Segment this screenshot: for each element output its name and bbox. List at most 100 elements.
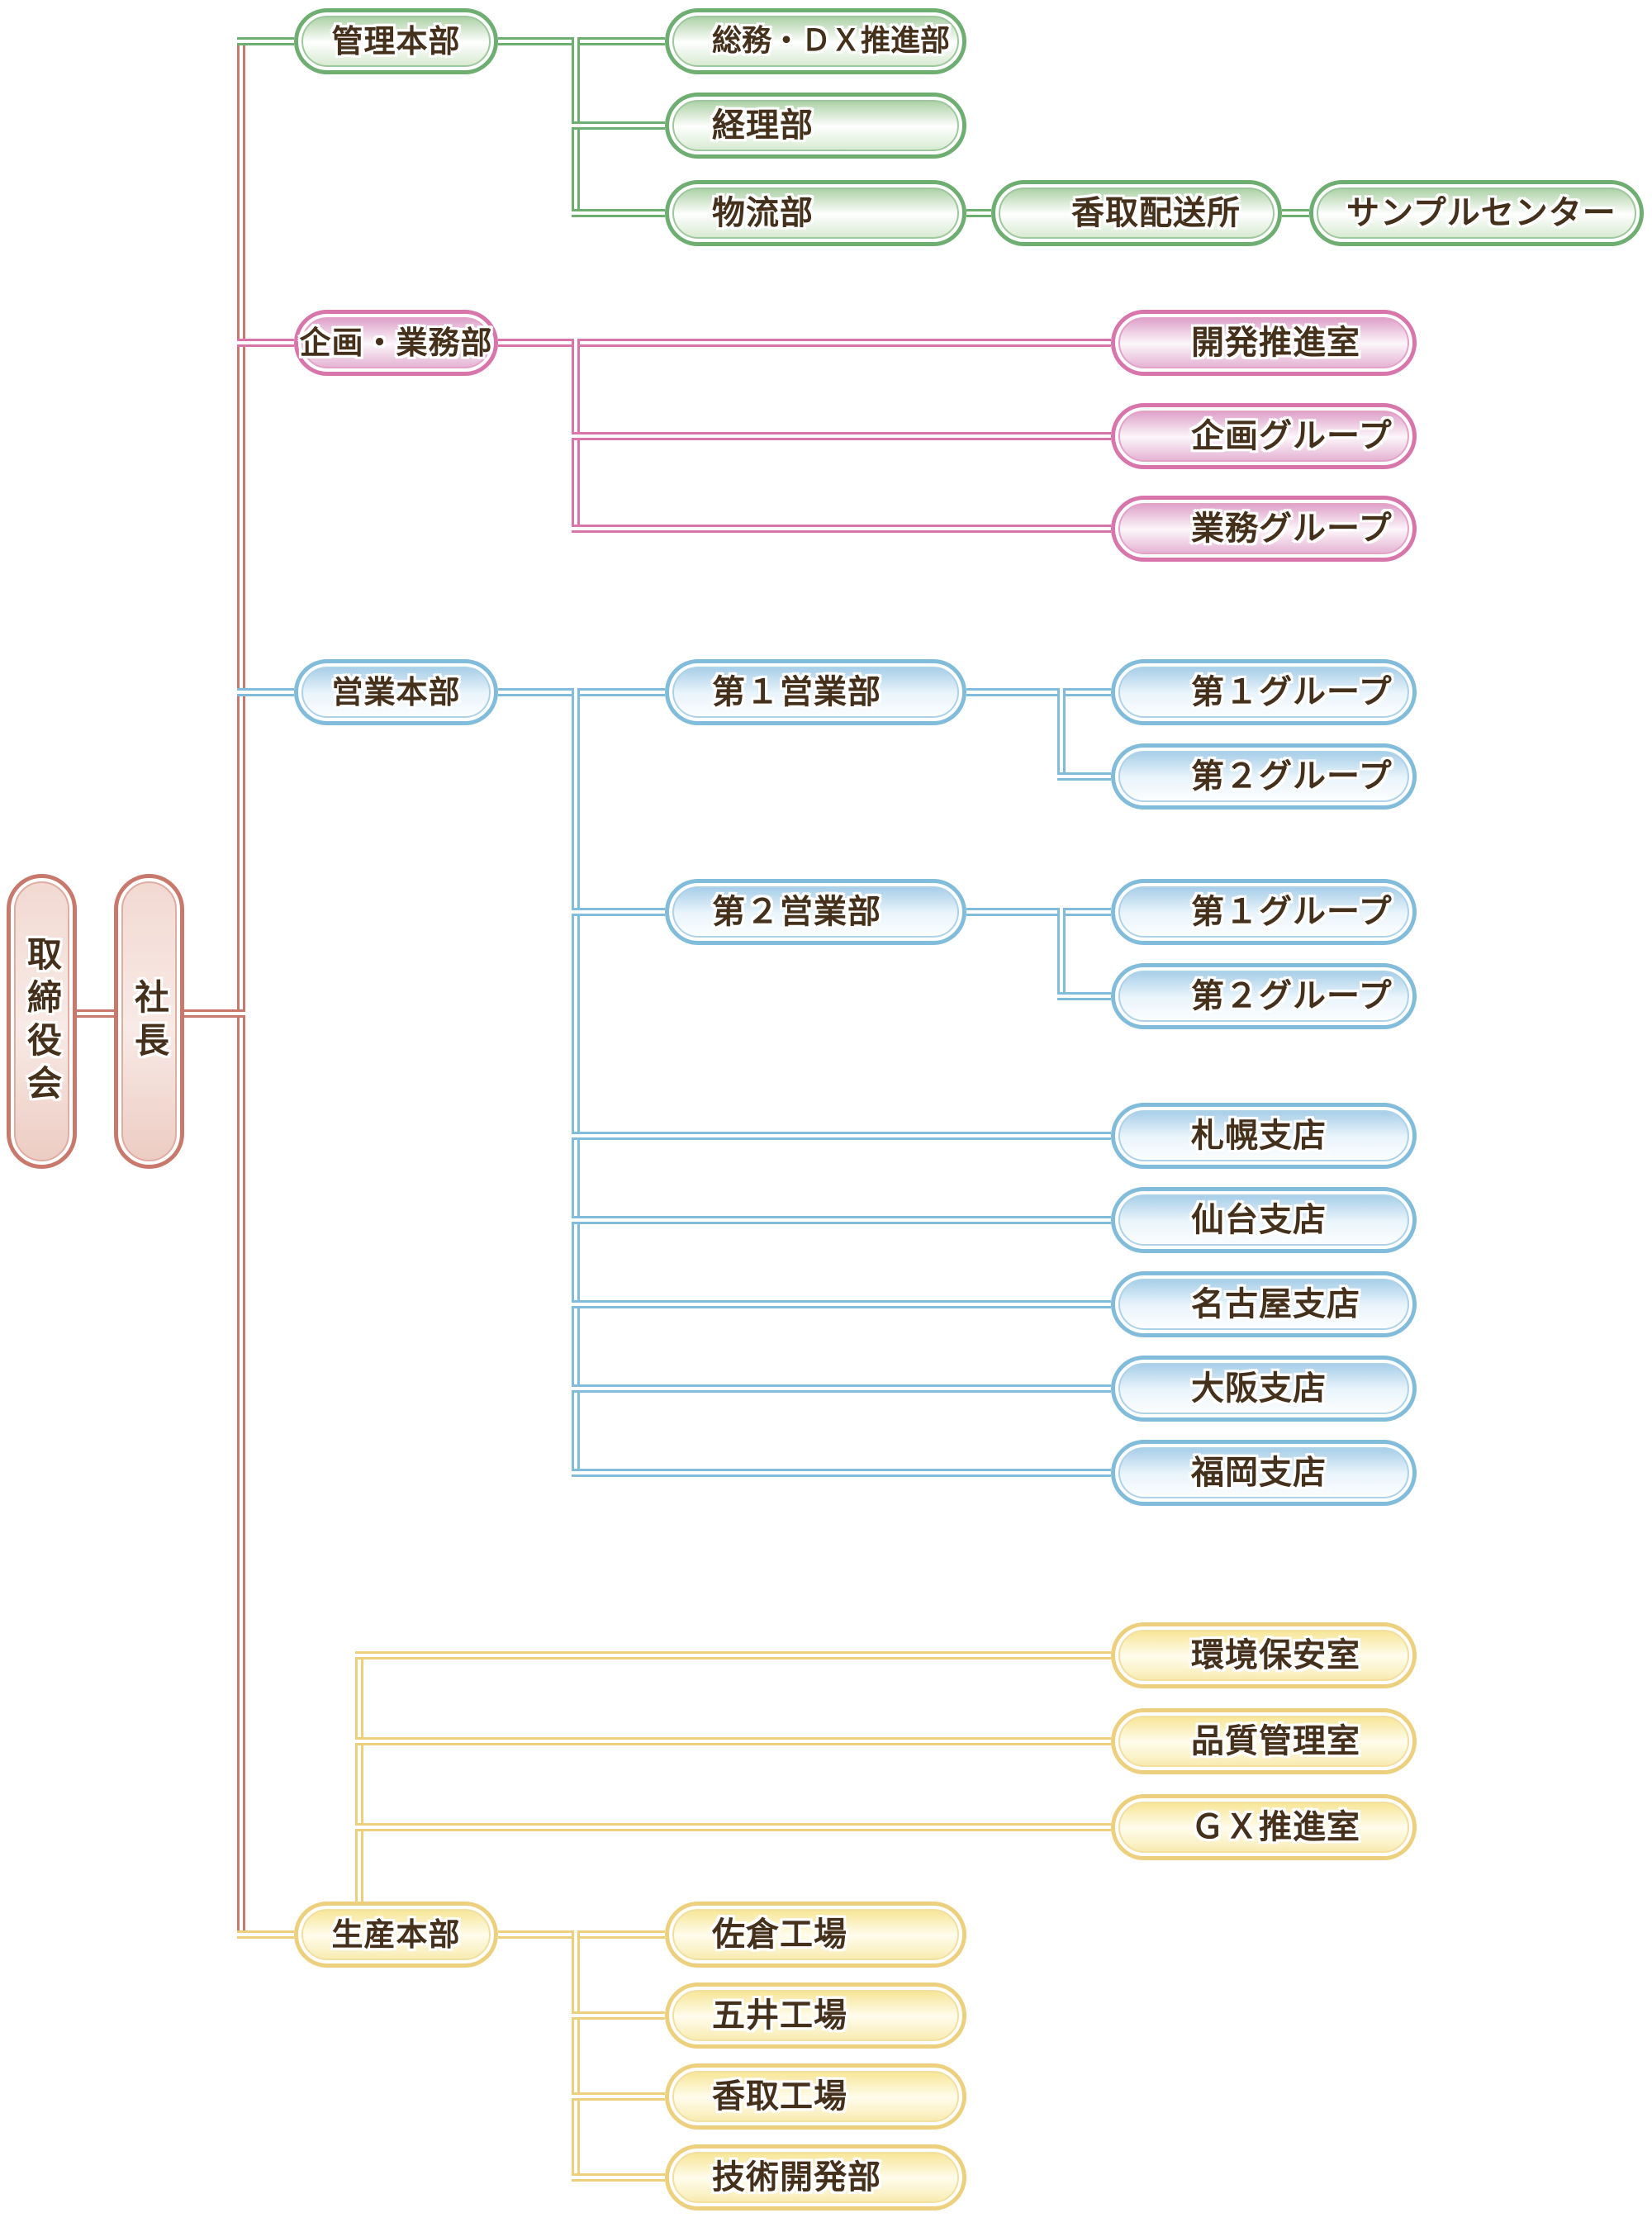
pill-surface: 佐倉工場 [672, 1909, 959, 1960]
pill-surface: ＧＸ推進室 [1118, 1802, 1409, 1853]
connector-president-trunk [184, 1009, 245, 1018]
node-dev-promotion-label: 開発推進室 [1191, 324, 1360, 362]
node-sales-hq-label: 営業本部 [331, 674, 461, 710]
pill-surface: 大阪支店 [1118, 1363, 1409, 1414]
connector-goi [572, 2011, 665, 2020]
pill-surface: 札幌支店 [1118, 1110, 1409, 1161]
node-katori-plant-label: 香取工場 [712, 2077, 847, 2115]
node-quality-control-office-label: 品質管理室 [1191, 1722, 1360, 1760]
connector-dept2-group1 [966, 908, 1111, 916]
node-environment-safety-office: 環境保安室 [1111, 1622, 1417, 1688]
node-sendai-branch: 仙台支店 [1111, 1187, 1417, 1253]
node-sales-dept-2: 第２営業部 [665, 879, 966, 945]
node-goi-plant-label: 五井工場 [712, 1997, 847, 2035]
node-sales2-group-1: 第１グループ [1111, 879, 1417, 945]
node-sales1-group-2-label: 第２グループ [1191, 757, 1393, 795]
connector-dept1-group2 [1057, 772, 1111, 781]
node-sales2-group-2: 第２グループ [1111, 963, 1417, 1029]
node-sakura-plant: 佐倉工場 [665, 1902, 966, 1968]
node-osaka-branch-label: 大阪支店 [1191, 1370, 1327, 1408]
node-sales-dept-1: 第１営業部 [665, 659, 966, 725]
node-general-affairs-dx: 総務・ＤＸ推進部 [665, 8, 966, 74]
node-sales1-group-2: 第２グループ [1111, 743, 1417, 810]
connector-sapporo [572, 1132, 1111, 1140]
pill-surface: 物流部 [672, 188, 959, 239]
node-sapporo-branch: 札幌支店 [1111, 1103, 1417, 1169]
node-logistics-label: 物流部 [712, 194, 814, 232]
node-gx-promotion-office-label: ＧＸ推進室 [1191, 1808, 1360, 1846]
pill-surface: 五井工場 [672, 1990, 959, 2041]
pill-surface: 香取工場 [672, 2071, 959, 2122]
connector-planning-group [572, 432, 1111, 440]
node-dev-promotion: 開発推進室 [1111, 310, 1417, 376]
node-nagoya-branch: 名古屋支店 [1111, 1271, 1417, 1337]
node-sapporo-branch-label: 札幌支店 [1191, 1117, 1327, 1155]
connector-sendai [572, 1216, 1111, 1224]
node-quality-control-office: 品質管理室 [1111, 1708, 1417, 1774]
node-accounting: 経理部 [665, 93, 966, 159]
node-tech-development-label: 技術開発部 [712, 2158, 881, 2196]
pill-surface: 社長 [121, 881, 177, 1161]
connector-operations-group [572, 525, 1111, 533]
pill-surface: 第１営業部 [672, 667, 959, 718]
connector-environment-safety [355, 1651, 1111, 1660]
node-sales-hq: 営業本部 [294, 659, 498, 725]
pill-surface: 企画グループ [1118, 411, 1409, 462]
pill-surface: 第２グループ [1118, 751, 1409, 802]
node-sendai-branch-label: 仙台支店 [1191, 1201, 1327, 1239]
connector-quality-control [355, 1737, 1111, 1745]
node-goi-plant: 五井工場 [665, 1982, 966, 2049]
pill-surface: 香取配送所 [999, 188, 1275, 239]
node-president-label: 社長 [129, 978, 170, 1065]
pill-surface: 技術開発部 [672, 2152, 959, 2203]
node-planning-operations-label: 企画・業務部 [299, 325, 493, 361]
pill-surface: 総務・ＤＸ推進部 [672, 16, 959, 67]
pill-surface: 取締役会 [14, 881, 69, 1161]
node-planning-group: 企画グループ [1111, 403, 1417, 469]
connector-dev-promotion [498, 339, 1111, 347]
node-sales-dept-1-label: 第１営業部 [712, 673, 881, 711]
node-operations-group-label: 業務グループ [1191, 510, 1393, 548]
riser-production [572, 1930, 580, 2182]
connector-katori-sample [1282, 209, 1309, 217]
connector-butsuryu-katori [966, 209, 991, 217]
node-president: 社長 [114, 874, 184, 1169]
connector-katori-plant [572, 2092, 665, 2101]
node-sales1-group-1: 第１グループ [1111, 659, 1417, 725]
riser-dept2-groups [1057, 908, 1066, 1000]
node-nagoya-branch-label: 名古屋支店 [1191, 1285, 1360, 1323]
connector-production-sakura [498, 1930, 665, 1939]
node-sales1-group-1-label: 第１グループ [1191, 673, 1393, 711]
pill-surface: 第１グループ [1118, 886, 1409, 938]
node-katori-distribution-label: 香取配送所 [1071, 194, 1241, 232]
connector-fukuoka [572, 1469, 1111, 1477]
node-environment-safety-office-label: 環境保安室 [1191, 1636, 1360, 1674]
node-planning-group-label: 企画グループ [1191, 417, 1393, 455]
node-sample-center-label: サンプルセンター [1346, 194, 1616, 232]
node-sales-dept-2-label: 第２営業部 [712, 893, 881, 931]
pill-surface: 企画・業務部 [299, 317, 493, 368]
connector-sales-dept1 [498, 688, 665, 696]
node-sales2-group-2-label: 第２グループ [1191, 977, 1393, 1015]
node-tech-development: 技術開発部 [665, 2144, 966, 2210]
connector-dept1-group1 [966, 688, 1111, 696]
connector-management-somu [498, 37, 665, 45]
node-katori-distribution: 香取配送所 [991, 180, 1282, 246]
node-sakura-plant-label: 佐倉工場 [712, 1916, 847, 1954]
pill-surface: 福岡支店 [1118, 1447, 1409, 1498]
pill-surface: 第２営業部 [672, 886, 959, 938]
node-operations-group: 業務グループ [1111, 496, 1417, 562]
pill-surface: 営業本部 [301, 667, 491, 718]
node-sales2-group-1-label: 第１グループ [1191, 893, 1393, 931]
node-production-hq-label: 生産本部 [331, 1916, 461, 1953]
connector-board-president [77, 1009, 114, 1018]
connector-tech-development [572, 2173, 665, 2182]
node-board: 取締役会 [7, 874, 77, 1169]
pill-surface: 第１グループ [1118, 667, 1409, 718]
pill-surface: 生産本部 [301, 1909, 491, 1960]
pill-surface: 経理部 [672, 100, 959, 151]
pill-surface: 第２グループ [1118, 971, 1409, 1022]
pill-surface: 管理本部 [301, 16, 491, 67]
riser-dept1-groups [1057, 688, 1066, 781]
